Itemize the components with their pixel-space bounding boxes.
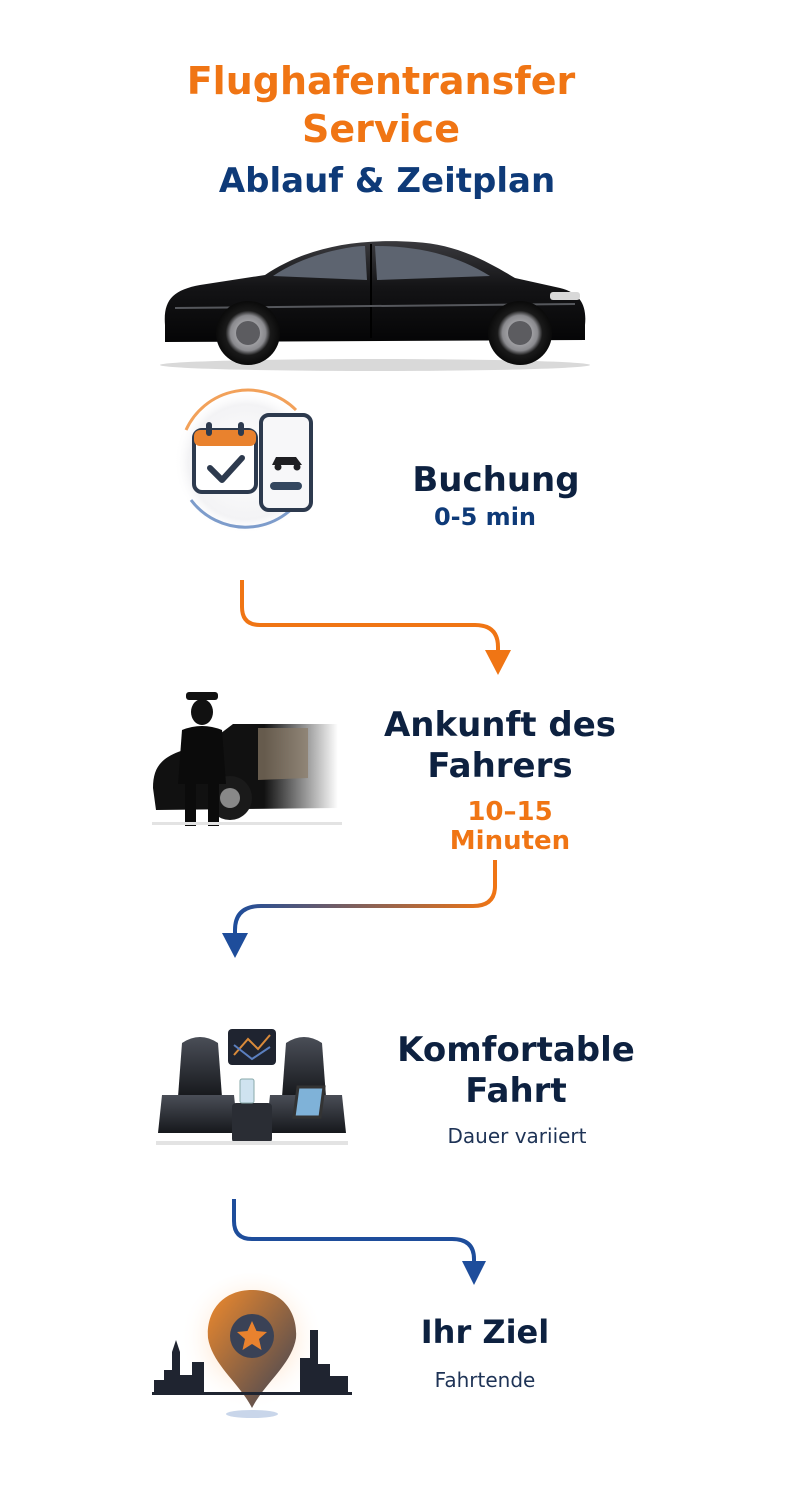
luxury-seats-icon	[156, 1029, 348, 1145]
step-3-title-line1: Komfortable	[397, 1030, 635, 1070]
page-title-line2: Service	[302, 107, 460, 151]
booking-calendar-phone-icon	[174, 388, 318, 534]
step-2-title-line1: Ankunft des	[383, 705, 617, 745]
step-4-title: Ihr Ziel	[420, 1313, 550, 1351]
destination-pin-skyline-icon	[152, 1273, 352, 1418]
car-icon	[160, 241, 590, 371]
step-2-title-line2: Fahrers	[427, 746, 573, 786]
connector-arrow-2	[222, 860, 497, 958]
page-title-line1: Flughafentransfer	[186, 59, 576, 103]
step-1-time: 0-5 min	[433, 503, 537, 531]
step-4-time: Fahrtende	[434, 1368, 536, 1392]
chauffeur-car-icon	[152, 692, 342, 826]
step-2-time-line2: Minuten	[449, 826, 571, 856]
page-subtitle: Ablauf & Zeitplan	[218, 161, 556, 201]
step-3-title-line2: Fahrt	[465, 1071, 567, 1111]
connector-arrow-3	[232, 1199, 486, 1285]
connector-arrow-1	[240, 580, 511, 675]
step-3-time: Dauer variiert	[447, 1124, 587, 1148]
step-2-time-line1: 10–15	[467, 797, 553, 827]
step-1-title: Buchung	[412, 460, 580, 500]
